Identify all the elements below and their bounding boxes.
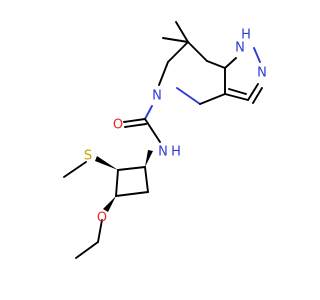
bond-nazepine-ccarbonyl: [144, 105, 153, 120]
bond-ch2top-c7a: [206, 60, 226, 69]
bond-c3-c3a-inner: [228, 88, 247, 95]
bond-cb2-cb3: [115, 169, 119, 197]
stereo-wedges: [95, 150, 153, 212]
atom-o-carbonyl: O: [113, 118, 123, 133]
wedge-cb2-s: [95, 156, 118, 170]
bond-ccarbonyl-nh: [144, 118, 161, 143]
bond-n2-n1: [253, 47, 261, 63]
bond-methyl-b: [175, 21, 189, 43]
bond-ccarbonyl-o-double: [124, 123, 147, 128]
bond-ch2bottom-c3a: [199, 93, 226, 105]
bond-s-methyl: [63, 161, 87, 178]
wedge-nh-cb1: [145, 150, 153, 167]
atom-s-thioether: S: [84, 149, 92, 164]
bond-cb4-cb1: [144, 166, 149, 193]
bond-cme2-ch2left: [167, 41, 189, 63]
atom-nh-amide-h: H: [171, 145, 181, 160]
atom-labels: N H N N O N H S O: [84, 28, 267, 226]
bond-ch2-ch3: [75, 241, 99, 259]
wedge-cb3-o: [103, 196, 116, 212]
bond-cb1-cb2: [117, 166, 146, 171]
atom-n-azepine: N: [152, 89, 162, 104]
atom-o-ether: O: [97, 211, 107, 226]
bond-ccarbonyl-o: [123, 118, 146, 123]
atom-nh-pyrazole: N: [235, 41, 245, 56]
molecule-structure: N H N N O N H S O: [63, 21, 267, 259]
bond-o-ch2: [97, 219, 103, 243]
molecule-canvas: N H N N O N H S O: [63, 21, 267, 259]
atom-n-pyrazole: N: [257, 66, 267, 81]
bond-c7a-nh: [224, 57, 237, 69]
atom-nh-amide: N: [158, 145, 168, 160]
bond-c3-n2: [247, 83, 259, 101]
bond-ch2left-nazepine: [158, 61, 169, 86]
bond-c3a-c3: [224, 93, 249, 101]
bond-cb3-cb4: [115, 191, 149, 197]
bond-nazepine-ch2bottom: [176, 87, 201, 105]
bonds: [63, 21, 263, 259]
bond-methyl-a: [162, 37, 189, 43]
atom-nh-pyrazole-h: H: [241, 28, 251, 43]
bond-c3-n2-inner: [252, 87, 263, 104]
bond-cme2-ch2top: [187, 41, 208, 62]
